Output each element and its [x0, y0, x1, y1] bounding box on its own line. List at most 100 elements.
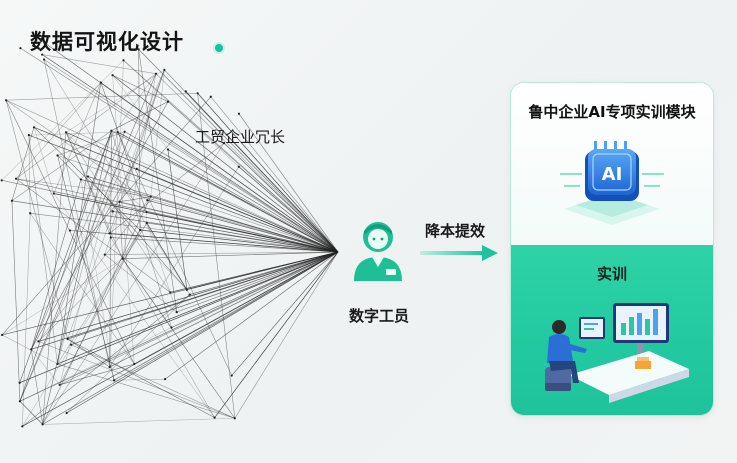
network-line	[111, 130, 172, 328]
network-line	[65, 132, 110, 234]
network-line	[138, 49, 178, 313]
network-node	[163, 68, 166, 71]
network-node	[58, 383, 61, 386]
network-node	[68, 229, 71, 232]
network-line	[57, 82, 102, 364]
network-line	[80, 179, 115, 381]
network-line	[43, 59, 190, 295]
network-node	[0, 179, 3, 182]
network-line	[22, 213, 31, 427]
arrow-right-icon	[420, 245, 498, 261]
network-node	[108, 232, 111, 235]
ai-chip-text: AI	[602, 164, 623, 185]
network-line	[31, 101, 169, 350]
network-line	[176, 251, 339, 313]
network-node	[122, 59, 125, 62]
network-line	[189, 251, 339, 295]
network-node	[30, 348, 33, 351]
network-line	[109, 130, 112, 367]
network-line	[59, 229, 141, 385]
network-node	[233, 417, 236, 420]
network-line	[112, 74, 169, 102]
network-node	[108, 365, 111, 369]
network-line	[111, 101, 169, 131]
network-line	[238, 166, 339, 253]
network-line	[42, 132, 67, 425]
network-node	[79, 178, 83, 181]
network-line	[19, 401, 43, 425]
network-line	[80, 73, 157, 180]
network-line	[28, 135, 58, 364]
network-line	[11, 200, 21, 402]
network-line	[57, 131, 118, 364]
network-line	[19, 69, 165, 402]
network-node	[56, 154, 59, 157]
network-line	[57, 131, 125, 156]
network-line	[5, 99, 339, 253]
network-node	[166, 148, 170, 151]
network-node	[103, 253, 106, 256]
network-line	[122, 73, 157, 259]
network-line	[1, 258, 123, 336]
network-line	[185, 91, 339, 253]
redundancy-label: 工贸企业冗长	[195, 128, 286, 146]
network-line	[134, 251, 339, 365]
network-node	[175, 311, 178, 314]
panel-bottom-section: 实训	[511, 245, 713, 415]
network-line	[113, 251, 339, 381]
network-line	[117, 131, 339, 253]
network-node	[185, 288, 188, 291]
network-line	[2, 251, 339, 336]
network-node	[52, 192, 55, 195]
network-node	[111, 210, 114, 213]
network-node	[19, 47, 22, 50]
network-line	[104, 69, 165, 255]
network-line	[65, 132, 171, 293]
network-line	[146, 222, 178, 313]
network-node	[209, 95, 212, 98]
network-line	[138, 49, 141, 231]
network-node	[170, 326, 173, 329]
network-line	[43, 59, 339, 253]
network-line	[57, 222, 148, 365]
network-line	[124, 131, 339, 253]
network-node	[145, 221, 148, 225]
network-line	[59, 251, 339, 386]
network-line	[138, 49, 339, 253]
network-node	[14, 177, 18, 180]
worker-label: 数字工员	[349, 307, 410, 325]
network-line	[15, 178, 171, 293]
network-line	[112, 74, 169, 150]
network-line	[109, 166, 240, 368]
network-node	[230, 374, 233, 377]
network-line	[112, 210, 339, 253]
network-line	[122, 258, 236, 419]
network-line	[69, 230, 339, 253]
network-line	[109, 69, 165, 234]
network-line	[234, 251, 339, 419]
network-node	[184, 90, 187, 93]
network-line	[147, 199, 339, 253]
network-line	[57, 155, 82, 180]
network-line	[59, 131, 125, 385]
network-node	[169, 291, 172, 294]
network-line	[119, 196, 151, 203]
network-line	[167, 149, 339, 253]
network-line	[66, 294, 190, 414]
network-line	[57, 155, 115, 381]
network-line	[19, 401, 43, 425]
network-line	[42, 130, 112, 425]
network-line	[42, 142, 225, 425]
network-line	[19, 130, 112, 383]
network-node	[118, 200, 121, 203]
network-line	[11, 127, 35, 201]
network-line	[31, 251, 339, 350]
network-node	[149, 195, 152, 198]
network-line	[171, 251, 339, 328]
network-line	[210, 96, 339, 253]
network-line	[146, 222, 188, 290]
network-line	[110, 237, 339, 253]
network-line	[33, 127, 141, 231]
network-node	[163, 378, 167, 381]
network-node	[123, 130, 126, 133]
